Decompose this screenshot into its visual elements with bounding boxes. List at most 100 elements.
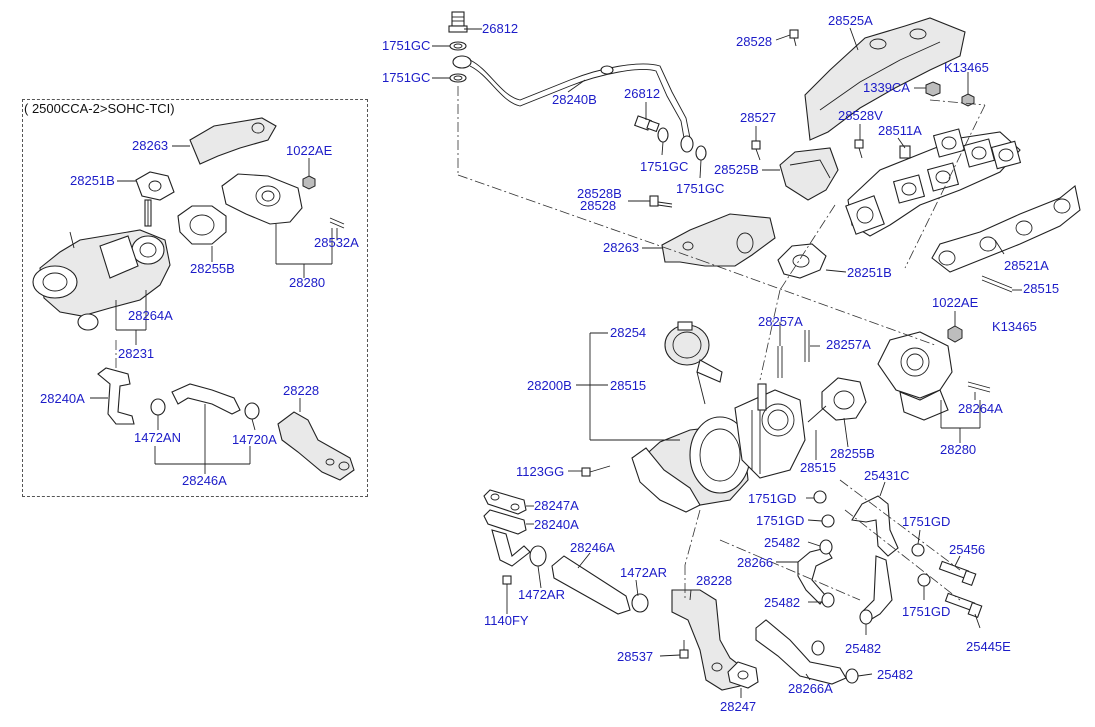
label-25456[interactable]: 25456	[949, 542, 986, 557]
gasket-28247a	[483, 489, 527, 515]
label-inset-28228[interactable]: 28228	[283, 383, 320, 398]
inset-stud-28532a	[329, 217, 345, 225]
label-28525a[interactable]: 28525A	[828, 13, 873, 28]
bolt-28528b	[649, 195, 673, 208]
turbocharger-28200b	[631, 383, 806, 513]
label-28246a-main[interactable]: 28246A	[570, 540, 615, 555]
label-28528v[interactable]: 28528V	[838, 108, 883, 123]
label-1751gc-upper[interactable]: 1751GC	[382, 38, 431, 53]
banjo-bolt-26812-top	[448, 11, 468, 33]
label-1123gg[interactable]: 1123GG	[516, 464, 565, 479]
bolt-28527	[751, 140, 761, 161]
bracket-28228	[671, 589, 741, 691]
gasket-28255b	[821, 377, 867, 421]
inset-oil-pipe-28240a	[97, 367, 135, 425]
gasket-1751gc-lower	[449, 73, 467, 83]
label-28528-top[interactable]: 28528	[736, 34, 773, 49]
label-25482-bottom[interactable]: 25482	[877, 667, 914, 682]
label-inset-28255b[interactable]: 28255B	[190, 261, 235, 276]
label-inset-28532a[interactable]: 28532A	[314, 235, 359, 250]
label-28528b[interactable]: 28528B	[577, 186, 622, 201]
heat-shield-28525a	[804, 17, 966, 141]
label-inset-28280[interactable]: 28280	[289, 275, 326, 290]
label-inset-14720a[interactable]: 14720A	[232, 432, 277, 447]
label-1751gd-c[interactable]: 1751GD	[902, 514, 951, 529]
label-28511a[interactable]: 28511A	[878, 123, 922, 138]
label-1751gc-side-b[interactable]: 1751GC	[676, 181, 725, 196]
label-28247[interactable]: 28247	[720, 699, 757, 714]
gasket-28247	[727, 661, 759, 689]
clamp-1472ar-lower	[631, 593, 649, 613]
label-inset-1022ae[interactable]: 1022AE	[286, 143, 333, 158]
stud-28515-center	[807, 405, 827, 423]
stud-28515-right	[981, 275, 1013, 289]
variant-inset-frame	[22, 99, 368, 497]
label-1751gd-a[interactable]: 1751GD	[748, 491, 797, 506]
label-1751gd-d[interactable]: 1751GD	[902, 604, 951, 619]
label-28528-mid[interactable]: 28528	[580, 198, 617, 213]
label-25482-upper[interactable]: 25482	[764, 535, 801, 550]
label-28266a[interactable]: 28266A	[788, 681, 833, 696]
inset-nut-1022ae	[302, 175, 316, 190]
label-28280-main[interactable]: 28280	[940, 442, 977, 457]
label-28240b[interactable]: 28240B	[552, 92, 597, 107]
label-28525b[interactable]: 28525B	[714, 162, 759, 177]
label-28255b-main[interactable]: 28255B	[830, 446, 875, 461]
label-1472ar-left[interactable]: 1472AR	[518, 587, 565, 602]
label-k13465-top[interactable]: K13465	[944, 60, 989, 75]
label-1472ar-right[interactable]: 1472AR	[620, 565, 667, 580]
label-28247a[interactable]: 28247A	[534, 498, 579, 513]
label-inset-28264a[interactable]: 28264A	[128, 308, 173, 323]
label-inset-28231[interactable]: 28231	[118, 346, 155, 361]
label-1751gc-side-a[interactable]: 1751GC	[640, 159, 689, 174]
label-1022ae-main[interactable]: 1022AE	[932, 295, 979, 310]
oil-return-pipe-28240a	[483, 509, 531, 567]
label-25445e[interactable]: 25445E	[966, 639, 1011, 654]
label-28264a-main[interactable]: 28264A	[958, 401, 1003, 416]
label-inset-28240a[interactable]: 28240A	[40, 391, 85, 406]
label-inset-28263[interactable]: 28263	[132, 138, 169, 153]
bracket-28263	[661, 213, 776, 267]
label-28515-center[interactable]: 28515	[800, 460, 837, 475]
label-k13465-mid[interactable]: K13465	[992, 319, 1037, 334]
label-28263-main[interactable]: 28263	[603, 240, 640, 255]
label-25482-right[interactable]: 25482	[845, 641, 882, 656]
manifold-gasket-28521a	[931, 185, 1081, 273]
label-1339ca[interactable]: 1339CA	[863, 80, 910, 95]
label-25431c[interactable]: 25431C	[864, 468, 910, 483]
label-28521a[interactable]: 28521A	[1004, 258, 1049, 273]
label-28257a-b[interactable]: 28257A	[826, 337, 871, 352]
label-1140fy[interactable]: 1140FY	[484, 613, 529, 628]
label-1751gd-b[interactable]: 1751GD	[756, 513, 805, 528]
label-26812-side[interactable]: 26812	[624, 86, 661, 101]
label-1751gc-lower[interactable]: 1751GC	[382, 70, 431, 85]
clamp-1472ar-upper	[529, 545, 547, 567]
label-28537[interactable]: 28537	[617, 649, 654, 664]
label-inset-28251b[interactable]: 28251B	[70, 173, 115, 188]
label-25482-lower[interactable]: 25482	[764, 595, 801, 610]
bolt-25456	[938, 560, 977, 587]
label-28266[interactable]: 28266	[737, 555, 774, 570]
label-28200b[interactable]: 28200B	[527, 378, 572, 393]
label-26812-top[interactable]: 26812	[482, 21, 519, 36]
label-28527[interactable]: 28527	[740, 110, 777, 125]
label-28240a-main[interactable]: 28240A	[534, 517, 579, 532]
inset-bracket-28263	[189, 117, 277, 165]
label-28515-turbo[interactable]: 28515	[610, 378, 647, 393]
nut-1339ca	[925, 81, 941, 97]
label-inset-28246a[interactable]: 28246A	[182, 473, 227, 488]
label-28254[interactable]: 28254	[610, 325, 647, 340]
label-28228-main[interactable]: 28228	[696, 573, 733, 588]
oil-feed-pipe-28240b	[452, 55, 694, 153]
clamp-25482-lower	[821, 592, 835, 608]
label-inset-1472an[interactable]: 1472AN	[134, 430, 181, 445]
bolt-28528v	[854, 139, 864, 159]
label-28257a-a[interactable]: 28257A	[758, 314, 803, 329]
washer-1751gd-b	[821, 514, 835, 528]
label-28251b-main[interactable]: 28251B	[847, 265, 892, 280]
hose-28266a	[755, 619, 847, 685]
label-28515-right[interactable]: 28515	[1023, 281, 1060, 296]
gasket-1751gc-upper	[449, 41, 467, 51]
